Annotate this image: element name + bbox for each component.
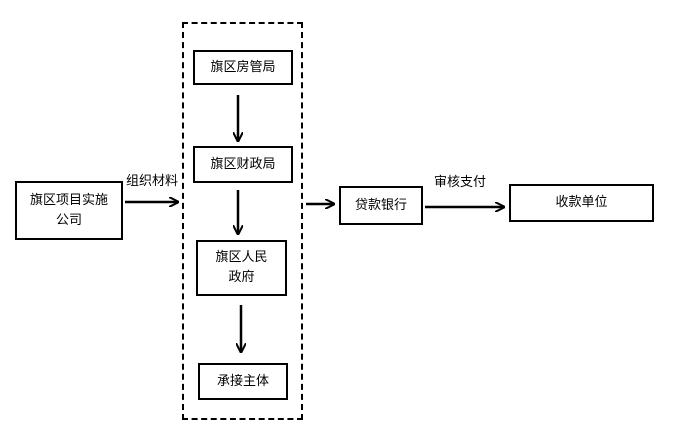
undertaker-box: 承接主体: [198, 363, 288, 400]
government-label-line2: 政府: [228, 270, 255, 285]
government-group-container: [182, 22, 303, 420]
company-box: 旗区项目实施 公司: [15, 181, 123, 240]
company-label-line1: 旗区项目实施: [29, 192, 108, 208]
finance-bureau-label: 旗区财政局: [210, 156, 276, 172]
government-label-line1: 旗区人民: [215, 250, 268, 265]
housing-bureau-box: 旗区房管局: [193, 50, 293, 85]
government-box: 旗区人民 政府: [196, 240, 287, 296]
payee-label: 收款单位: [555, 195, 608, 210]
bank-label: 贷款银行: [354, 197, 407, 213]
company-label-line2: 公司: [55, 212, 82, 228]
edge-label-organize: 组织材料: [126, 174, 179, 189]
edge-label-review-pay: 审核支付: [434, 175, 487, 190]
finance-bureau-box: 旗区财政局: [193, 146, 293, 183]
housing-bureau-label: 旗区房管局: [210, 59, 276, 75]
undertaker-label: 承接主体: [216, 373, 269, 389]
bank-box: 贷款银行: [339, 186, 423, 225]
payee-box: 收款单位: [509, 184, 654, 222]
